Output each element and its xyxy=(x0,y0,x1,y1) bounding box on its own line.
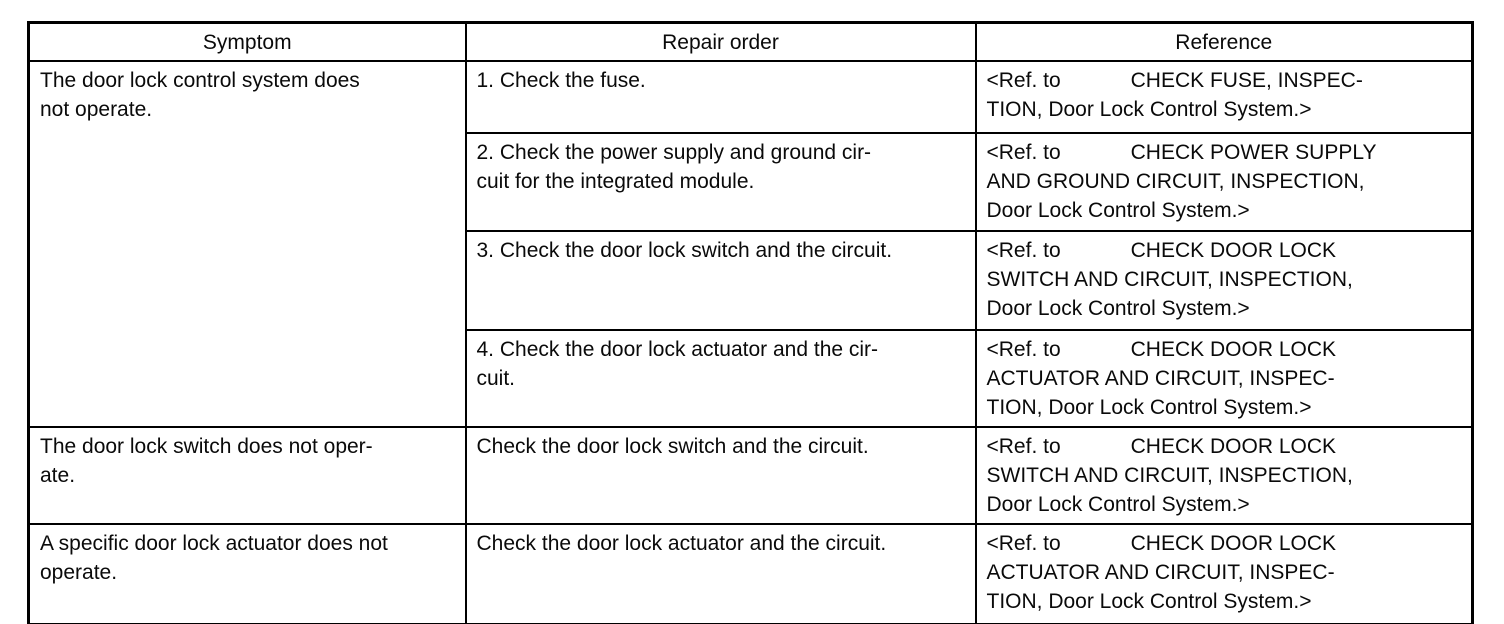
repair-order-text: 1. Check the fuse. xyxy=(476,69,646,92)
reference-text: <Ref. to CHECK DOOR LOCK xyxy=(986,239,1337,262)
reference-text: Door Lock Control System.> xyxy=(986,297,1250,320)
repair-order-text: 4. Check the door lock actuator and the … xyxy=(476,338,879,361)
repair-order-cell: Check the door lock switch and the circu… xyxy=(464,426,977,525)
reference-text: SWITCH AND CIRCUIT, INSPECTION, xyxy=(986,464,1353,487)
symptom-text: The door lock control system does xyxy=(40,69,360,92)
repair-order-cell: 2. Check the power supply and ground cir… xyxy=(464,132,977,232)
reference-text: TION, Door Lock Control System.> xyxy=(986,396,1312,419)
header-row: Symptom Repair order Reference xyxy=(27,21,1474,62)
troubleshooting-table: Symptom Repair order Reference The door … xyxy=(27,21,1474,624)
repair-order-cell: 1. Check the fuse. xyxy=(464,60,977,134)
reference-cell: <Ref. to CHECK DOOR LOCK ACTUATOR AND CI… xyxy=(974,329,1474,428)
column-header-symptom: Symptom xyxy=(27,21,467,62)
repair-order-text: 2. Check the power supply and ground cir… xyxy=(476,141,872,164)
repair-order-text: cuit. xyxy=(476,367,516,390)
reference-text: <Ref. to CHECK DOOR LOCK xyxy=(986,435,1337,458)
reference-cell: <Ref. to CHECK DOOR LOCK SWITCH AND CIRC… xyxy=(974,426,1474,525)
reference-text: AND GROUND CIRCUIT, INSPECTION, xyxy=(986,170,1365,193)
reference-text: <Ref. to CHECK POWER SUPPLY xyxy=(986,141,1377,164)
repair-order-cell: 3. Check the door lock switch and the ci… xyxy=(464,230,977,331)
table-row: The door lock control system does not op… xyxy=(27,60,1474,428)
column-header-repair-order: Repair order xyxy=(464,21,977,62)
table-row: 2. Check the power supply and ground cir… xyxy=(29,132,1474,232)
reference-text: ACTUATOR AND CIRCUIT, INSPEC- xyxy=(986,367,1335,390)
reference-cell: <Ref. to CHECK POWER SUPPLY AND GROUND C… xyxy=(974,132,1474,232)
reference-cell: <Ref. to CHECK DOOR LOCK SWITCH AND CIRC… xyxy=(974,230,1474,331)
repair-order-cell: Check the door lock actuator and the cir… xyxy=(464,523,977,624)
reference-text: <Ref. to CHECK FUSE, INSPEC- xyxy=(986,69,1363,92)
table-row: A specific door lock actuator does not o… xyxy=(27,523,1474,624)
reference-text: TION, Door Lock Control System.> xyxy=(986,98,1312,121)
symptom-text: ate. xyxy=(40,464,76,487)
symptom-text: not operate. xyxy=(40,98,153,121)
symptom-cell: A specific door lock actuator does not o… xyxy=(27,523,467,624)
reference-cell: <Ref. to CHECK FUSE, INSPEC- TION, Door … xyxy=(974,60,1474,134)
symptom-text: operate. xyxy=(40,561,118,584)
reference-text: SWITCH AND CIRCUIT, INSPECTION, xyxy=(986,268,1353,291)
repair-order-text: Check the door lock actuator and the cir… xyxy=(476,532,887,555)
symptom-cell: The door lock control system does not op… xyxy=(27,60,467,428)
table-row: The door lock switch does not oper- ate.… xyxy=(27,426,1474,525)
reference-cell: <Ref. to CHECK DOOR LOCK ACTUATOR AND CI… xyxy=(974,523,1474,624)
reference-text: <Ref. to CHECK DOOR LOCK xyxy=(986,338,1337,361)
table-row: 3. Check the door lock switch and the ci… xyxy=(29,230,1474,331)
reference-text: ACTUATOR AND CIRCUIT, INSPEC- xyxy=(986,561,1335,584)
reference-text: TION, Door Lock Control System.> xyxy=(986,590,1312,613)
column-header-reference: Reference xyxy=(974,21,1474,62)
reference-text: <Ref. to CHECK DOOR LOCK xyxy=(986,532,1337,555)
table-row: 4. Check the door lock actuator and the … xyxy=(29,329,1474,428)
reference-text: Door Lock Control System.> xyxy=(986,199,1250,222)
repair-order-text: cuit for the integrated module. xyxy=(476,170,755,193)
reference-text: Door Lock Control System.> xyxy=(986,493,1250,516)
repair-order-text: Check the door lock switch and the circu… xyxy=(476,435,869,458)
symptom-text: A specific door lock actuator does not xyxy=(40,532,388,555)
repair-order-cell: 4. Check the door lock actuator and the … xyxy=(464,329,977,428)
symptom-cell: The door lock switch does not oper- ate. xyxy=(27,426,467,525)
symptom-text: The door lock switch does not oper- xyxy=(40,435,373,458)
repair-order-text: 3. Check the door lock switch and the ci… xyxy=(476,239,893,262)
